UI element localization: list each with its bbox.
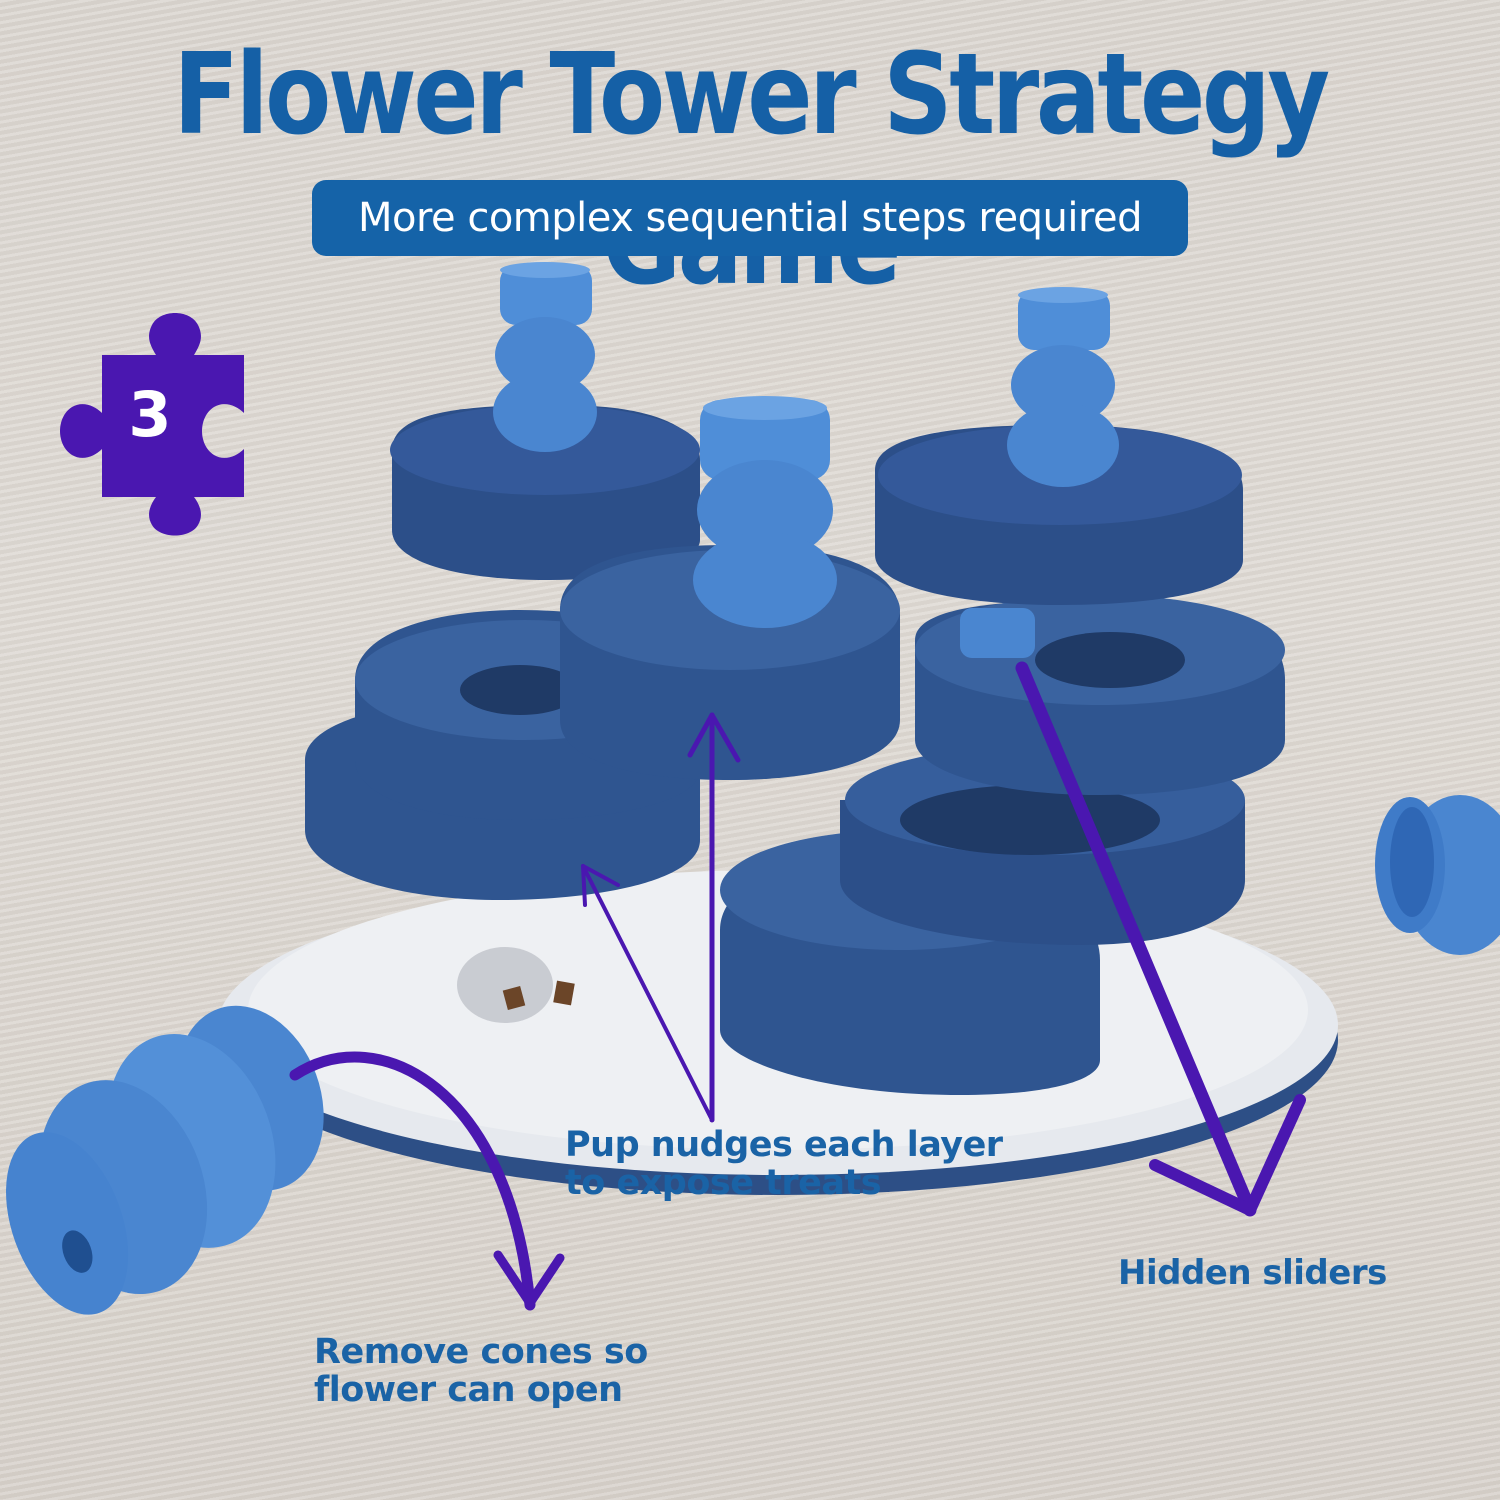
subtitle-banner: More complex sequential steps required — [312, 180, 1188, 256]
level-number: 3 — [128, 378, 172, 451]
annotation-pup-line2: to expose treats — [565, 1162, 882, 1203]
annotation-cones-line1: Remove cones so — [314, 1332, 648, 1372]
puzzle-piece-icon — [60, 313, 244, 536]
tower-cones — [493, 262, 1119, 628]
annotation-remove-cones: Remove cones so flower can open — [314, 1332, 648, 1410]
annotation-arrows — [289, 661, 1306, 1311]
subtitle-text: More complex sequential steps required — [357, 195, 1143, 241]
annotation-hidden-sliders: Hidden sliders — [1118, 1253, 1387, 1293]
loose-cone-right — [1375, 795, 1500, 955]
annotation-cones-line2: flower can open — [314, 1369, 623, 1410]
annotation-pup-nudges: Pup nudges each layer to expose treats — [565, 1125, 1003, 1203]
annotation-pup-line1: Pup nudges each layer — [565, 1125, 1003, 1165]
loose-cone-left — [6, 1005, 324, 1315]
